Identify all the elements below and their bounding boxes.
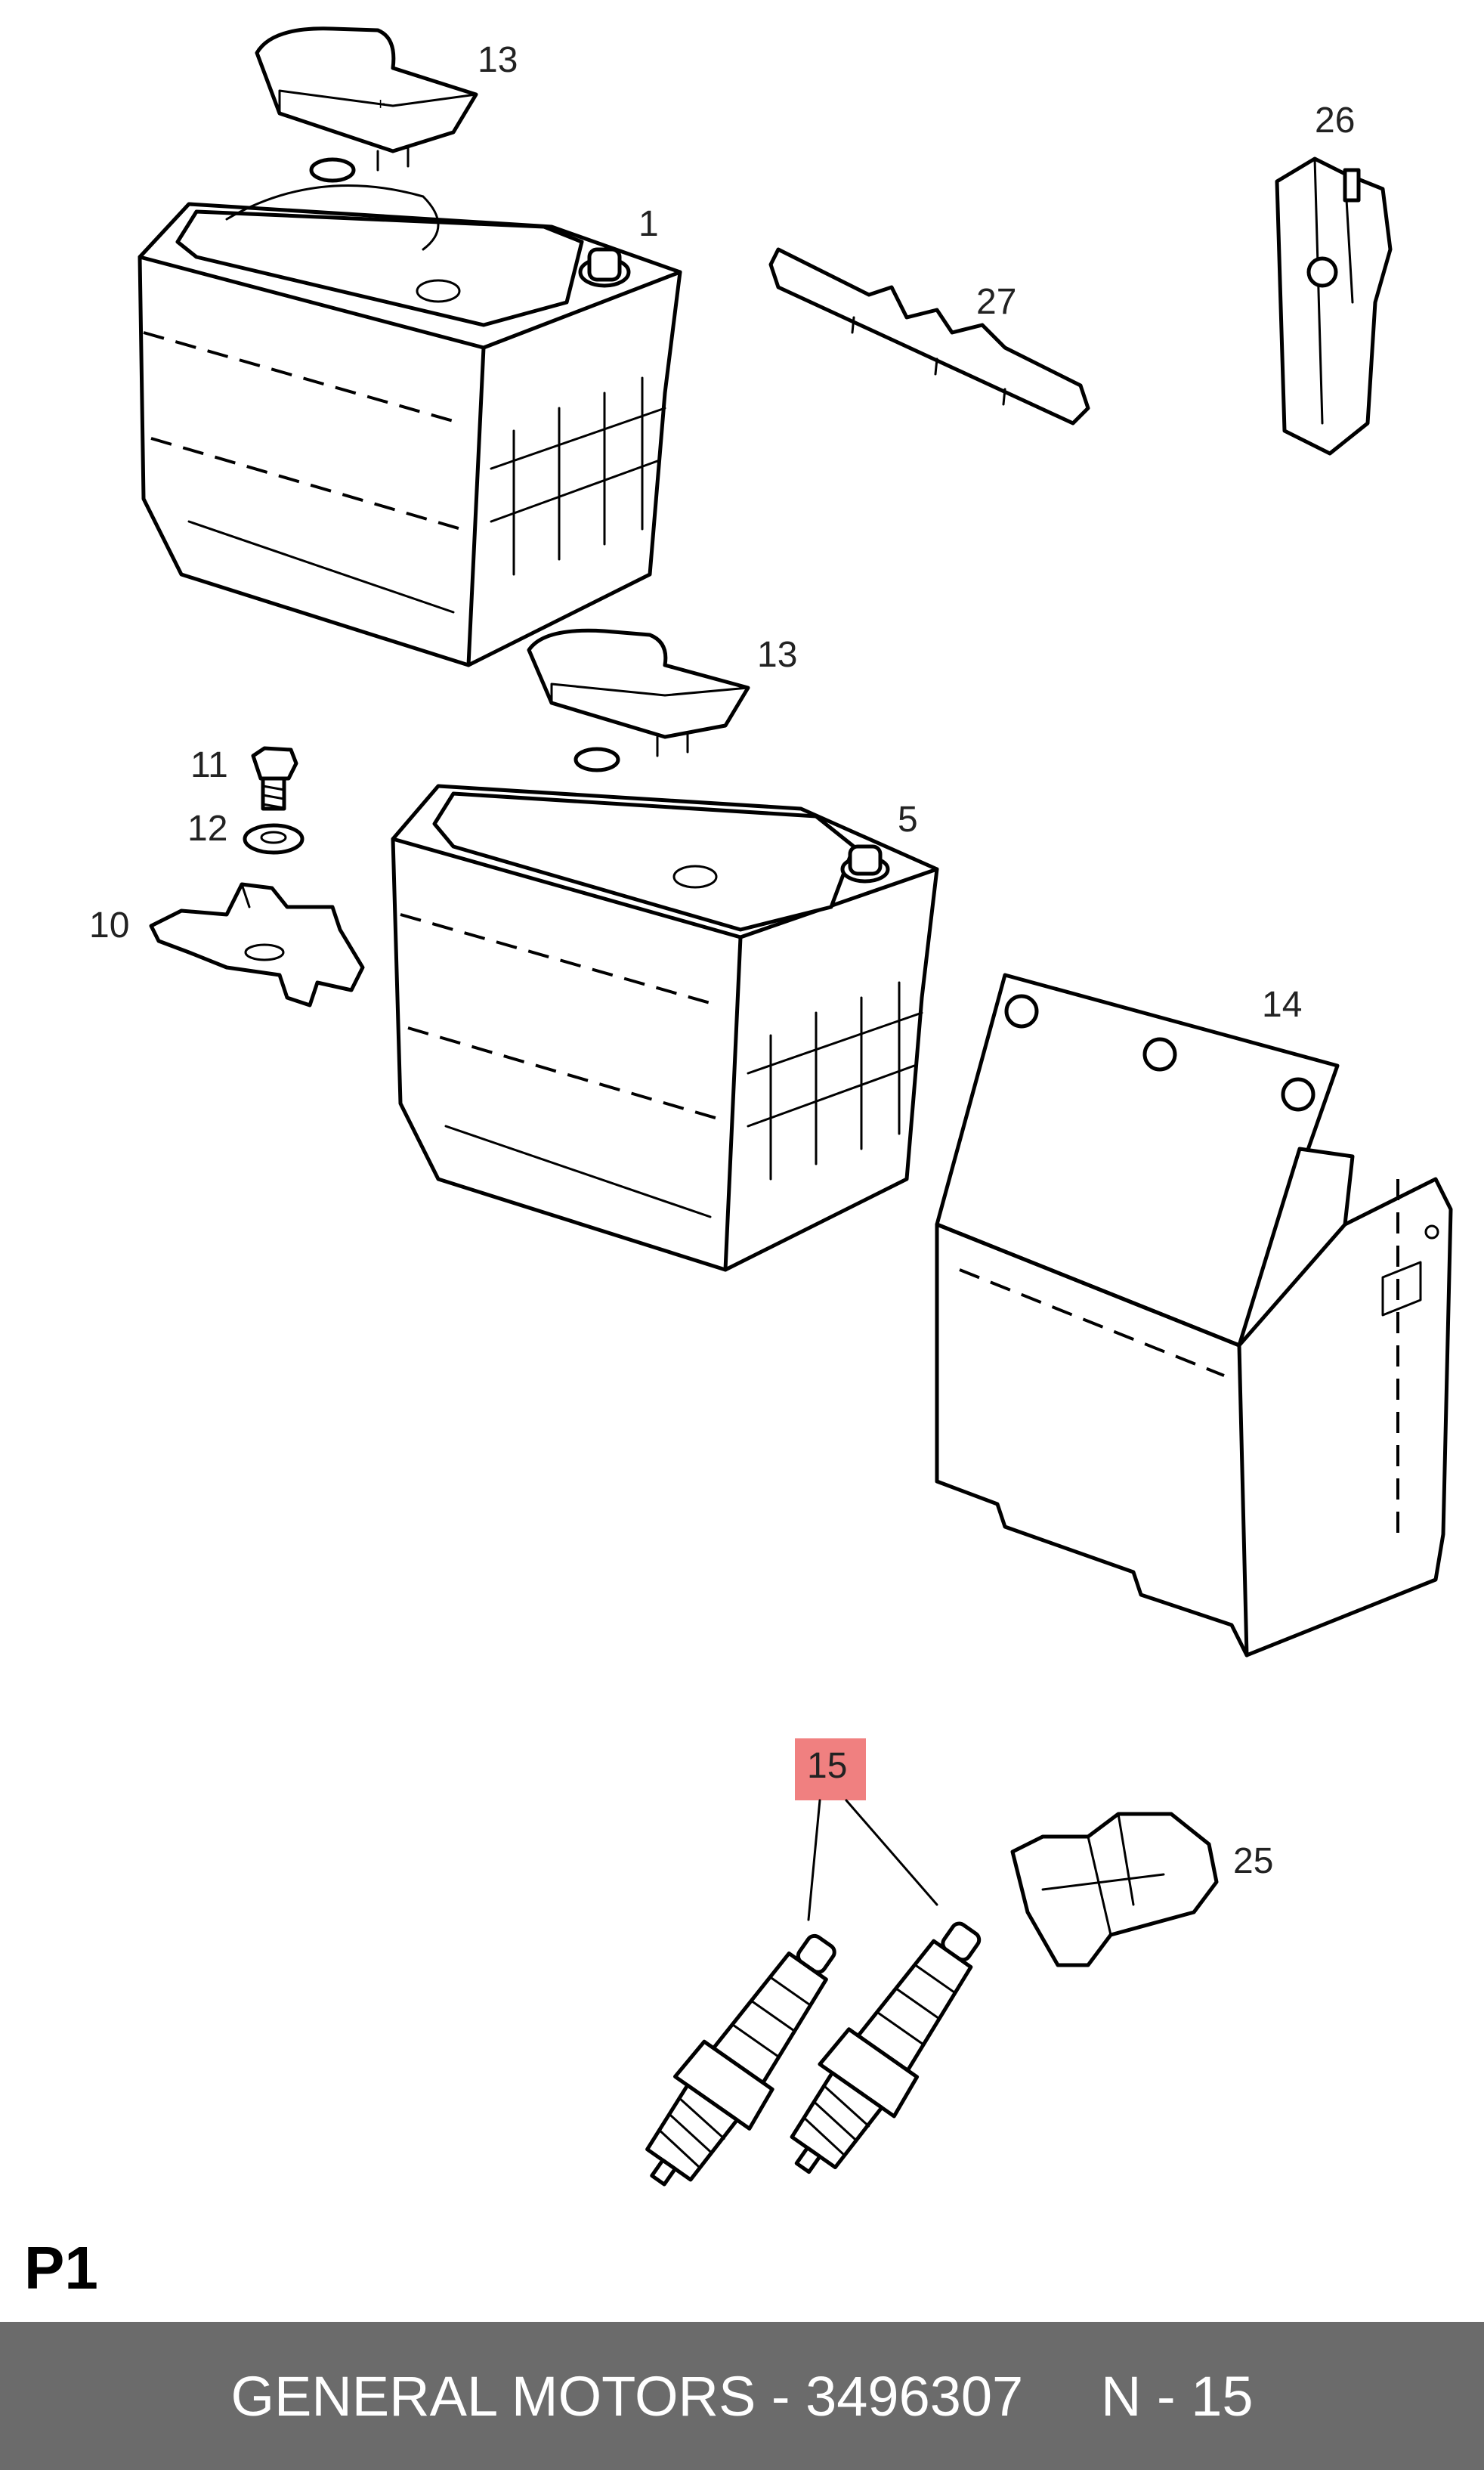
callout-13-top: 13 xyxy=(478,40,518,80)
callout-15: 15 xyxy=(807,1746,847,1786)
callout-26: 26 xyxy=(1315,101,1355,141)
callout-12: 12 xyxy=(187,809,227,849)
page-label: P1 xyxy=(24,2234,98,2301)
callout-25: 25 xyxy=(1233,1841,1273,1881)
footer-text: GENERAL MOTORS - 3496307 N - 15 xyxy=(230,2364,1254,2428)
part-27-strip xyxy=(768,247,1090,426)
callout-13-mid: 13 xyxy=(757,635,797,675)
part-25-clip xyxy=(1010,1812,1219,1967)
part-13-terminal-cover-mid xyxy=(527,628,750,757)
part-26-holder xyxy=(1275,156,1393,456)
callout-1: 1 xyxy=(638,204,659,244)
parts-exploded-diagram: + xyxy=(89,26,1453,2187)
callout-11: 11 xyxy=(190,745,228,785)
part-12-washer xyxy=(243,823,305,855)
callout-14: 14 xyxy=(1262,985,1302,1025)
callout-5: 5 xyxy=(898,800,918,840)
footer-bar: GENERAL MOTORS - 3496307 N - 15 xyxy=(0,2322,1484,2470)
part-14-battery-box xyxy=(935,973,1453,1658)
callout-27: 27 xyxy=(976,282,1016,322)
callout-15-highlight xyxy=(795,1738,866,1800)
callout-10: 10 xyxy=(89,905,129,946)
part-1-battery-top xyxy=(138,157,682,667)
part-5-battery xyxy=(391,747,939,1272)
part-15-spark-plugs xyxy=(645,1799,982,2187)
part-10-clamp xyxy=(149,882,365,1008)
svg-text:+: + xyxy=(376,94,385,113)
part-11-bolt xyxy=(251,746,298,811)
part-13-terminal-cover-top: + xyxy=(255,26,478,172)
